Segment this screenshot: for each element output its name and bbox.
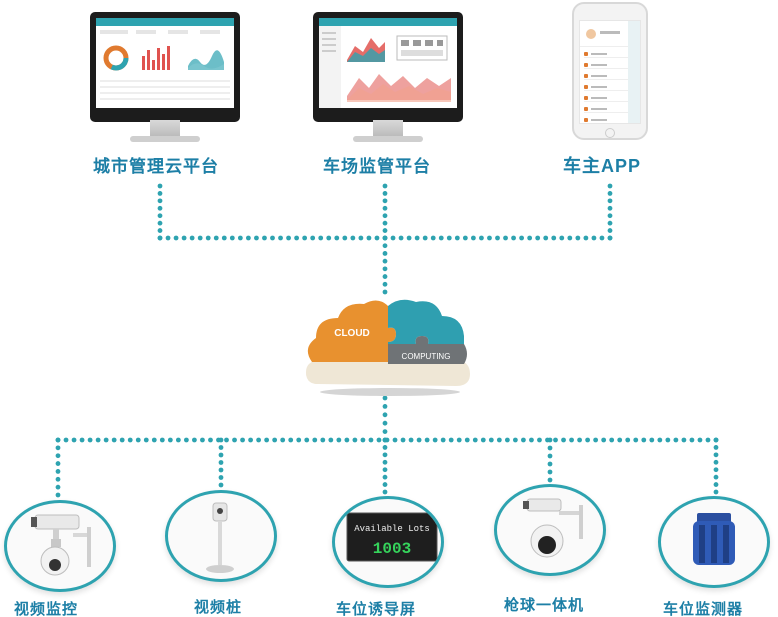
app-screen	[579, 20, 641, 124]
device-label-video-surveillance: 视频监控	[14, 601, 79, 617]
cloud-computing-graphic: CLOUD COMPUTING	[300, 292, 475, 397]
dashboard-preview	[100, 30, 230, 100]
device-label-video-pile: 视频桩	[194, 599, 243, 616]
parking-detector-device	[658, 496, 770, 588]
owner-app-phone	[572, 2, 648, 140]
guidance-screen-line1: Available Lots	[354, 524, 430, 534]
camera-icon	[31, 514, 91, 576]
video-pile-icon	[206, 502, 234, 573]
platform-label-parking: 车场监管平台	[323, 157, 431, 176]
dome-camera-icon	[523, 498, 583, 558]
cloud-text-top: CLOUD	[334, 328, 370, 339]
platform-label-app: 车主APP	[563, 156, 642, 176]
monitor-screen	[90, 12, 240, 122]
guidance-screen-line2: 1003	[373, 540, 411, 558]
detector-icon	[693, 513, 735, 565]
led-display-icon: Available Lots 1003	[346, 512, 438, 562]
dotted-connectors	[55, 183, 719, 498]
device-label-guidance-screen: 车位诱导屏	[336, 601, 417, 617]
device-label-gun-ball-camera: 枪球一体机	[504, 597, 585, 614]
dashboard-preview	[319, 26, 451, 108]
cloud-text-bottom: COMPUTING	[402, 352, 451, 361]
parking-guidance-screen-device: Available Lots 1003	[332, 496, 444, 588]
video-pile-device	[165, 490, 277, 582]
gun-ball-camera-device	[494, 484, 606, 576]
monitor-screen	[313, 12, 463, 122]
video-surveillance-device	[4, 500, 116, 592]
platform-label-city: 城市管理云平台	[93, 157, 219, 176]
device-label-parking-detector: 车位监测器	[663, 601, 744, 617]
